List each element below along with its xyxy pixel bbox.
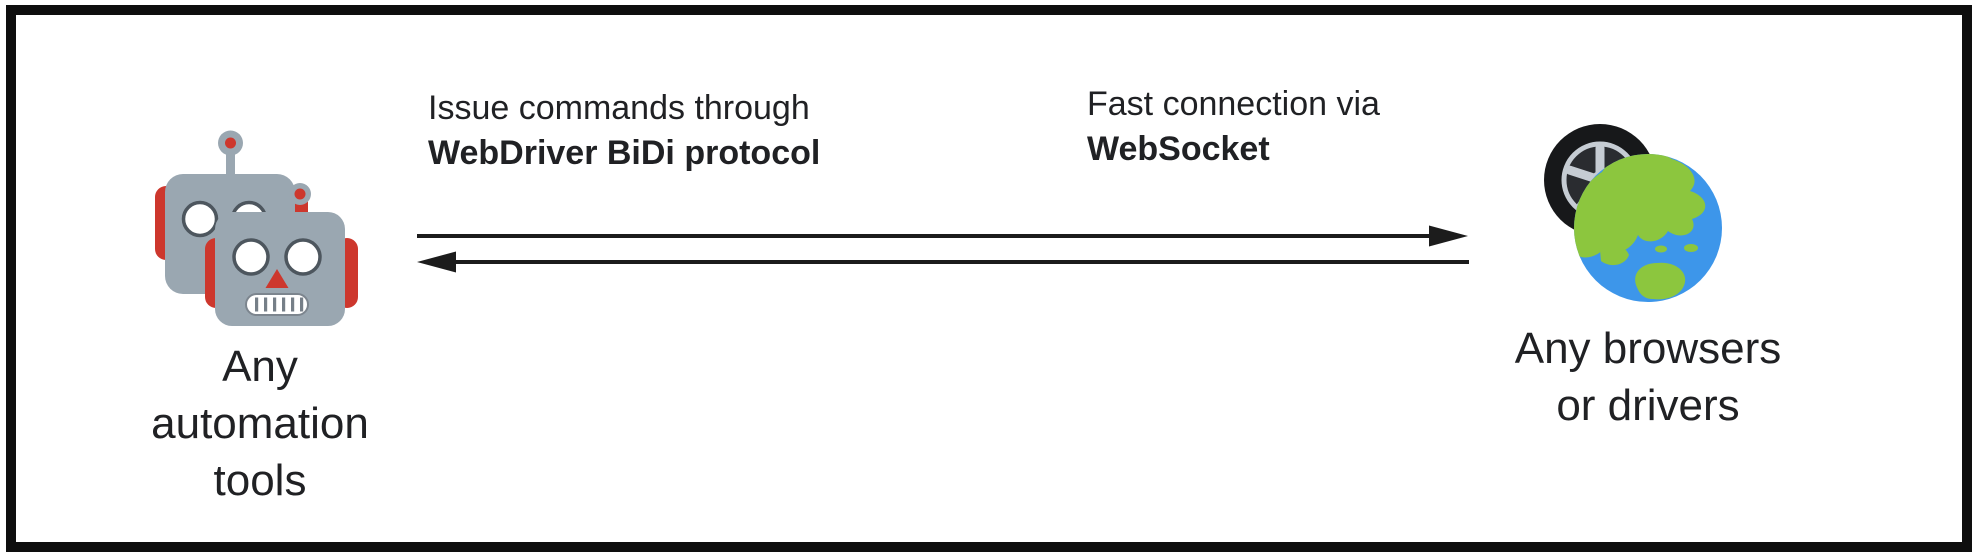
automation-robots-icon <box>155 130 358 326</box>
request-label-bold: WebDriver BiDi protocol <box>428 134 821 172</box>
response-label-regular: Fast connection via <box>1087 85 1380 123</box>
eye-left <box>232 238 270 276</box>
globe <box>1574 154 1722 302</box>
left-node-label: Any automation tools <box>80 338 440 509</box>
response-label-bold: WebSocket <box>1087 130 1270 168</box>
left-node-label-line: automation <box>151 399 369 448</box>
island-2 <box>1655 245 1667 253</box>
request-label-regular: Issue commands through <box>428 89 810 127</box>
arrow-left <box>417 251 1469 273</box>
diagram-border <box>6 5 1972 552</box>
robot-front <box>205 183 358 326</box>
request-label: Issue commands through WebDriver BiDi pr… <box>428 86 820 176</box>
left-node-label-line: tools <box>213 456 307 505</box>
mouth-grille <box>255 297 304 312</box>
eye-left <box>181 200 219 238</box>
eye-right <box>284 238 322 276</box>
browsers-globe-wheel-icon <box>1544 124 1722 302</box>
arrow-right <box>417 225 1468 247</box>
land-asia <box>1574 154 1706 258</box>
right-node-label: Any browsers or drivers <box>1462 320 1834 434</box>
right-node-label-line: Any browsers <box>1514 324 1782 373</box>
response-label: Fast connection via WebSocket <box>1087 82 1380 172</box>
left-node-label-line: Any <box>222 342 298 391</box>
island-3 <box>1694 287 1704 293</box>
landmasses <box>1574 154 1706 300</box>
arrowhead-left <box>417 251 456 273</box>
land-peninsula <box>1600 245 1629 266</box>
antenna-ball-tip <box>294 188 306 200</box>
antenna-ball-tip <box>225 137 236 149</box>
right-node-label-line: or drivers <box>1556 381 1740 430</box>
land-australia <box>1635 262 1686 300</box>
antenna-stem <box>226 144 235 178</box>
nose <box>265 269 289 288</box>
arrowhead-right <box>1429 225 1468 247</box>
island-1 <box>1684 244 1698 252</box>
bidirectional-arrows <box>417 225 1469 273</box>
